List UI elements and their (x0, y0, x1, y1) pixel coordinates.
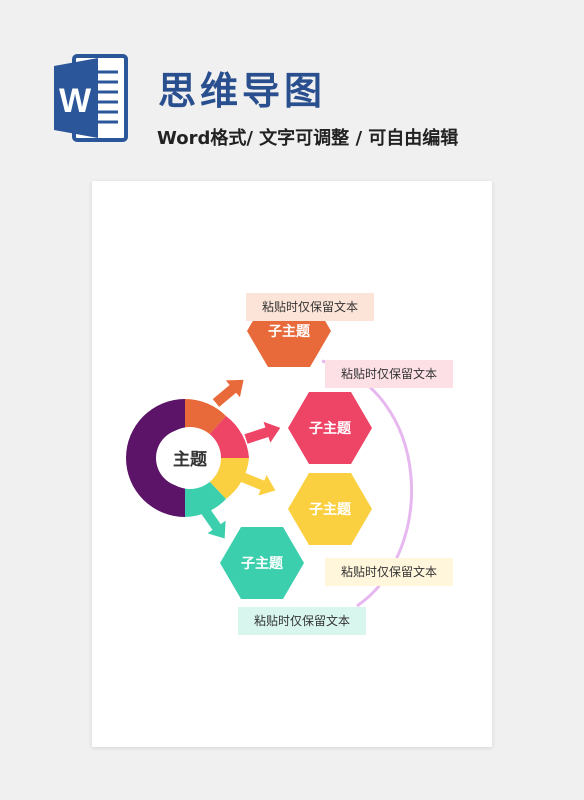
note-box-2: 粘贴时仅保留文本 (325, 360, 453, 388)
arrow-pink (244, 421, 281, 444)
arrow-teal (199, 506, 226, 539)
subtopic-label-1: 子主题 (268, 323, 311, 340)
center-topic-label: 主题 (173, 449, 208, 470)
subtopic-hexagon-2 (288, 392, 372, 464)
subtopic-label-3: 子主题 (309, 501, 352, 518)
document-page: 主题 子主题 子主题 子主题 子主题 粘贴时仅保留文本 粘贴时仅保留文本 粘贴时… (92, 181, 492, 747)
note-box-3: 粘贴时仅保留文本 (325, 558, 453, 586)
page-title: 思维导图 (158, 69, 327, 113)
subtopic-hexagon-4 (220, 527, 304, 599)
subtopic-label-4: 子主题 (241, 555, 284, 572)
note-box-4: 粘贴时仅保留文本 (238, 607, 366, 635)
center-topic-circle (159, 427, 221, 489)
subtopic-label-2: 子主题 (309, 420, 352, 437)
word-logo-icon: W (54, 54, 128, 142)
arrow-orange (212, 379, 244, 407)
page-subtitle: Word格式/ 文字可调整 / 可自由编辑 (157, 128, 459, 149)
ring-segment-purple (126, 399, 185, 517)
mind-map-diagram: 主题 子主题 子主题 子主题 子主题 (126, 295, 414, 608)
logo-letter: W (59, 82, 92, 120)
arrow-yellow (240, 472, 276, 496)
note-box-1: 粘贴时仅保留文本 (246, 293, 374, 321)
subtopic-hexagon-3 (288, 473, 372, 545)
